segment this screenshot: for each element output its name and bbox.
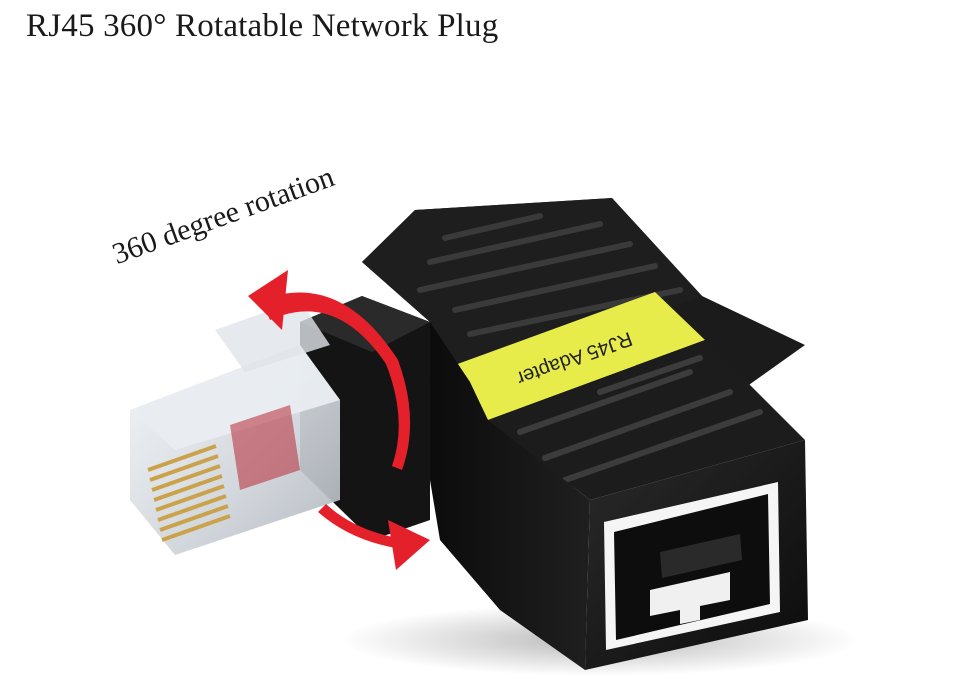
ethernet-port xyxy=(604,482,780,650)
adapter-side-face xyxy=(420,322,590,670)
page-title: RJ45 360° Rotatable Network Plug xyxy=(26,8,499,44)
grip-ribs-front xyxy=(517,355,763,483)
adapter-label-band xyxy=(452,292,705,420)
rotation-arrow-icon xyxy=(248,270,430,570)
rj45-plug xyxy=(130,300,340,555)
